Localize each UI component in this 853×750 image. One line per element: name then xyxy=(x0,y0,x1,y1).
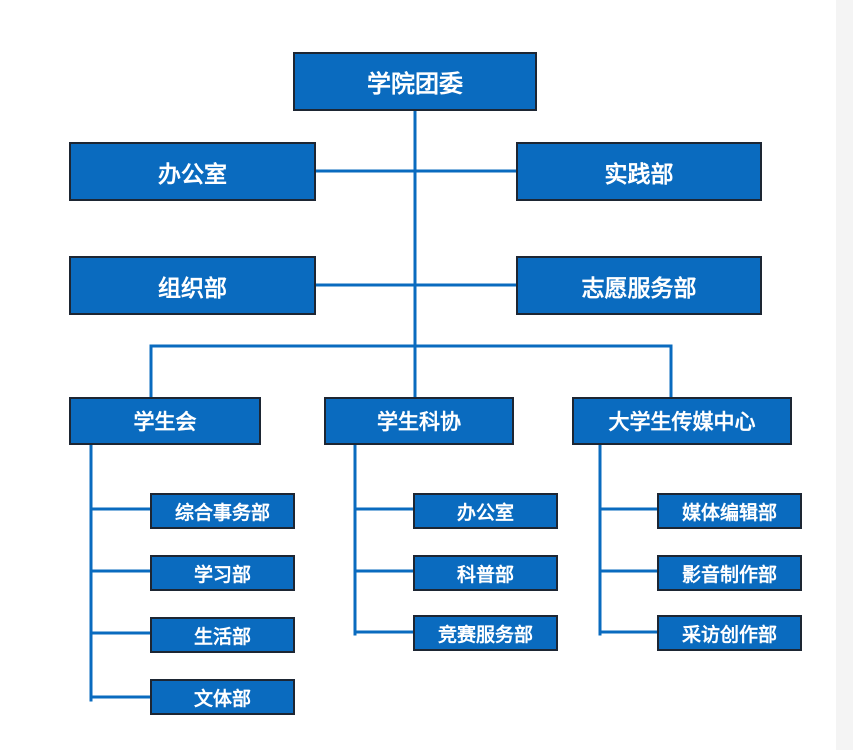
node-study-dept: 学习部 xyxy=(150,555,295,591)
node-life-dept: 生活部 xyxy=(150,617,295,653)
node-student-science-assoc: 学生科协 xyxy=(324,397,514,445)
node-youth-league-committee: 学院团委 xyxy=(293,52,537,111)
node-audio-video-dept: 影音制作部 xyxy=(657,555,802,591)
node-arts-sports-dept: 文体部 xyxy=(150,679,295,715)
node-student-media-center: 大学生传媒中心 xyxy=(572,397,792,445)
node-general-affairs-dept: 综合事务部 xyxy=(150,493,295,529)
node-practice-dept: 实践部 xyxy=(516,142,762,201)
node-interview-creation-dept: 采访创作部 xyxy=(657,615,802,651)
node-popular-science-dept: 科普部 xyxy=(413,555,558,591)
node-office: 办公室 xyxy=(69,142,316,201)
node-volunteer-dept: 志愿服务部 xyxy=(516,256,762,315)
node-organization-dept: 组织部 xyxy=(69,256,316,315)
node-media-editing-dept: 媒体编辑部 xyxy=(657,493,802,529)
page-edge-strip xyxy=(836,0,853,750)
node-science-office: 办公室 xyxy=(413,493,558,529)
node-competition-service-dept: 竞赛服务部 xyxy=(413,615,558,651)
node-student-union: 学生会 xyxy=(69,397,261,445)
